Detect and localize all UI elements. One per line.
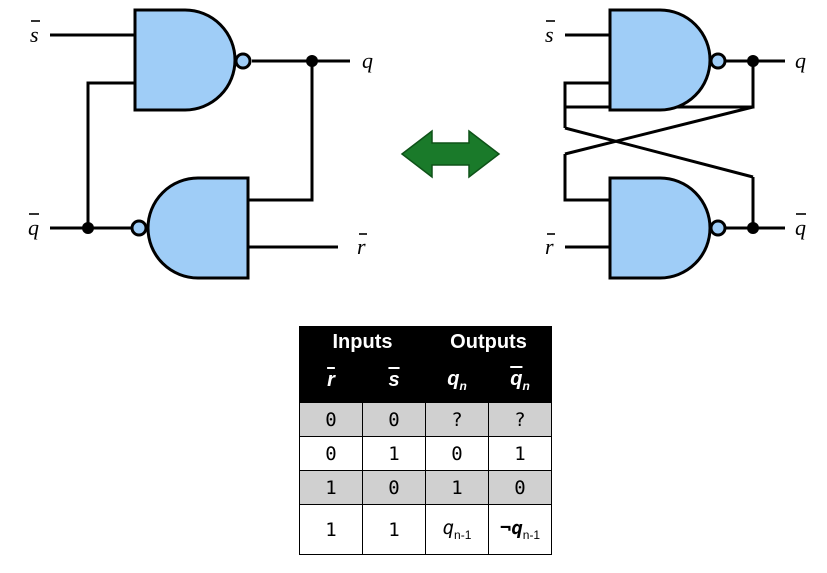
header-q-bar-n: qn bbox=[488, 358, 552, 403]
cell-r: 1 bbox=[299, 504, 363, 555]
truth-table-group-header: Inputs Outputs bbox=[299, 326, 552, 359]
label-q-bar: q bbox=[28, 215, 39, 240]
label-q: q bbox=[362, 48, 373, 73]
wire-top-input2 bbox=[563, 81, 610, 128]
cell-s: 0 bbox=[362, 402, 426, 437]
truth-table: Inputs Outputs r s qn qn 0 0 ? ? 0 1 0 1… bbox=[299, 326, 552, 555]
inverter-bubble-top bbox=[234, 52, 252, 70]
cell-s: 0 bbox=[362, 470, 426, 505]
label-q-right: q bbox=[795, 48, 806, 73]
cell-q: ? bbox=[425, 402, 489, 437]
table-row: 1 0 1 0 bbox=[299, 470, 552, 505]
header-outputs: Outputs bbox=[425, 326, 552, 359]
label-q-bar-right: q bbox=[795, 215, 806, 240]
nand-gate-right-bottom bbox=[608, 176, 712, 280]
cell-q-bar: ? bbox=[488, 402, 552, 437]
wire-cross-b bbox=[564, 105, 754, 156]
cell-r: 1 bbox=[299, 470, 363, 505]
table-row: 1 1 qn-1 ¬qn-1 bbox=[299, 504, 552, 555]
truth-table-var-header: r s qn qn bbox=[299, 358, 552, 403]
header-q-n: qn bbox=[425, 358, 489, 403]
wire-bottom-input1 bbox=[563, 154, 610, 202]
header-s-bar: s bbox=[362, 358, 426, 403]
header-r-bar: r bbox=[299, 358, 363, 403]
cell-r: 0 bbox=[299, 436, 363, 471]
header-inputs: Inputs bbox=[299, 326, 426, 359]
right-circuit: s q r q bbox=[545, 8, 806, 280]
wire-cross-a bbox=[564, 126, 754, 179]
junction-dot-right-q bbox=[747, 55, 759, 67]
cell-r: 0 bbox=[299, 402, 363, 437]
cell-q-bar: 0 bbox=[488, 470, 552, 505]
nand-gate-right-top bbox=[608, 8, 712, 112]
label-r-bar: r bbox=[357, 234, 366, 259]
left-circuit: s q q r bbox=[28, 8, 373, 280]
wire-feedback-qbar bbox=[86, 81, 135, 228]
cell-q: 1 bbox=[425, 470, 489, 505]
junction-dot-q bbox=[306, 55, 318, 67]
table-row: 0 0 ? ? bbox=[299, 402, 552, 437]
cell-q-bar: 1 bbox=[488, 436, 552, 471]
double-arrow-icon bbox=[400, 129, 501, 179]
cell-q: 0 bbox=[425, 436, 489, 471]
nand-gate-top bbox=[133, 8, 237, 112]
nand-gate-bottom bbox=[146, 176, 250, 280]
cell-q-bar: ¬qn-1 bbox=[488, 504, 552, 555]
inverter-bubble-right-top bbox=[709, 52, 727, 70]
cell-s: 1 bbox=[362, 436, 426, 471]
inverter-bubble-bottom bbox=[130, 219, 148, 237]
junction-dot-qbar bbox=[82, 222, 94, 234]
table-row: 0 1 0 1 bbox=[299, 436, 552, 471]
label-r-bar-right: r bbox=[545, 234, 554, 259]
junction-dot-right-qbar bbox=[747, 222, 759, 234]
inverter-bubble-right-bottom bbox=[709, 219, 727, 237]
label-s-bar: s bbox=[30, 22, 39, 47]
wire-feedback-q bbox=[248, 61, 314, 202]
label-s-bar-right: s bbox=[545, 22, 554, 47]
cell-s: 1 bbox=[362, 504, 426, 555]
cell-q: qn-1 bbox=[425, 504, 489, 555]
